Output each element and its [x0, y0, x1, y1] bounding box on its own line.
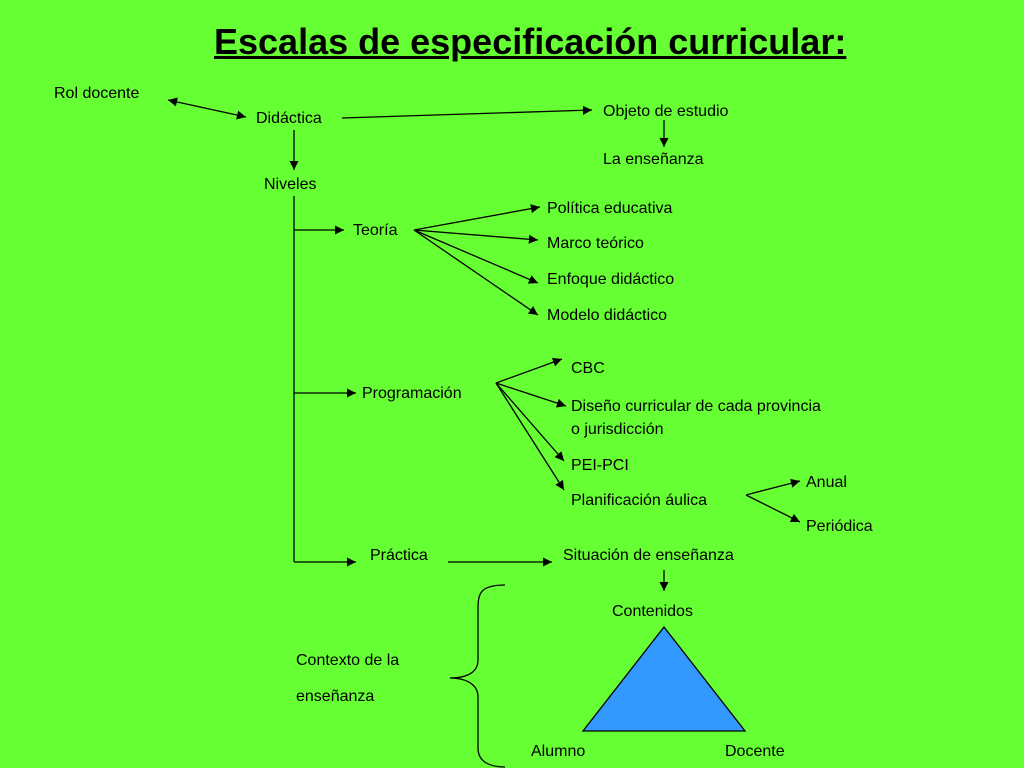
node-situacion-ensenanza: Situación de enseñanza — [563, 547, 734, 564]
node-programacion: Programación — [362, 385, 462, 402]
node-teoria: Teoría — [353, 222, 398, 239]
node-la-ensenanza: La enseñanza — [603, 151, 704, 168]
node-anual: Anual — [806, 474, 847, 491]
context-brace — [449, 584, 506, 768]
node-contenidos: Contenidos — [612, 603, 693, 620]
didactic-triangle — [581, 625, 747, 732]
node-docente: Docente — [725, 743, 785, 760]
context-label-line1: Contexto de la — [296, 652, 400, 669]
connector-programacion-planificacion — [495, 382, 565, 491]
node-alumno: Alumno — [531, 743, 586, 760]
node-politica-educativa: Política educativa — [547, 200, 673, 217]
node-practica: Práctica — [370, 547, 428, 564]
context-label-line2: enseñanza — [296, 688, 375, 705]
page-title: Escalas de especificación curricular: — [214, 21, 847, 62]
node-marco-teorico: Marco teórico — [547, 235, 644, 252]
node-modelo-didactico: Modelo didáctico — [547, 307, 668, 324]
node-diseno-curricular-line2: o jurisdicción — [571, 421, 664, 438]
connector-teoria-modelo — [413, 229, 539, 316]
connector-programacion-pei — [495, 382, 565, 462]
node-diseno-curricular-line1: Diseño curricular de cada provincia — [571, 398, 821, 415]
node-didactica: Didáctica — [256, 110, 322, 127]
connector-didactica-objeto — [341, 105, 593, 119]
connector-programacion-diseno — [495, 382, 567, 408]
connector-rol-didactica — [167, 97, 247, 120]
node-objeto-estudio: Objeto de estudio — [603, 103, 729, 120]
node-planificacion-aulica: Planificación áulica — [571, 492, 708, 509]
node-periodica: Periódica — [806, 518, 873, 535]
connector-planificacion-anual — [745, 478, 801, 496]
node-rol-docente: Rol docente — [54, 85, 140, 102]
node-enfoque-didactico: Enfoque didáctico — [547, 271, 675, 288]
node-pei-pci: PEI-PCI — [571, 457, 629, 474]
node-niveles: Niveles — [264, 176, 317, 193]
connector-programacion-cbc — [495, 357, 563, 384]
connector-teoria-enfoque — [413, 229, 539, 284]
connector-planificacion-periodica — [745, 494, 801, 523]
connector-teoria-politica — [413, 204, 541, 231]
node-cbc: CBC — [571, 360, 605, 377]
connector-teoria-marco — [413, 229, 539, 244]
